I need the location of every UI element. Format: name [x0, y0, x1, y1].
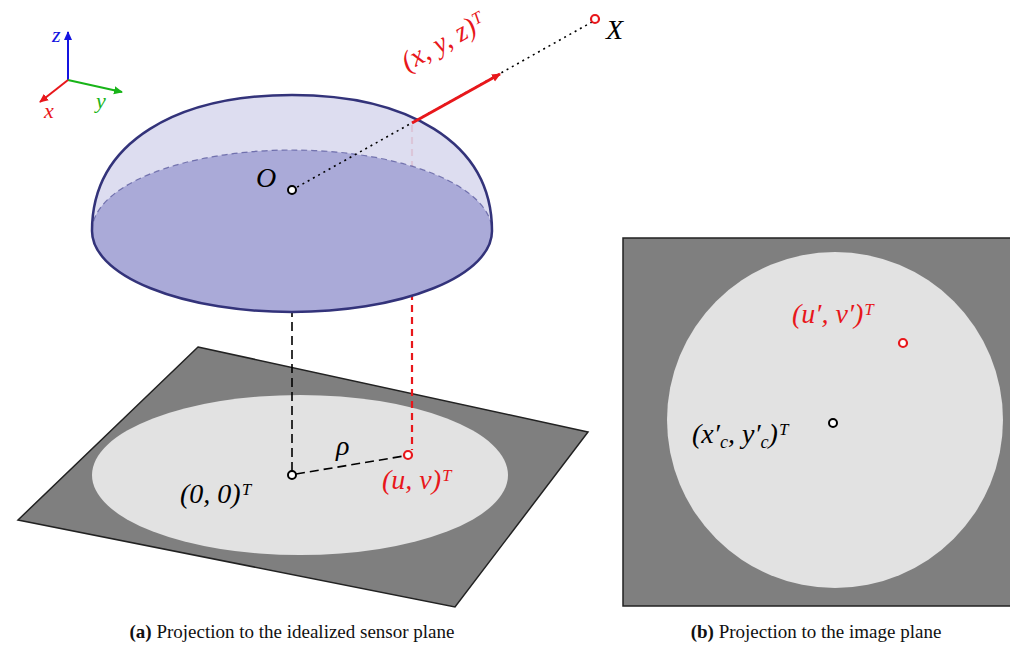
world-point [591, 15, 599, 23]
point-label: (x′c, y′c)ᵀ [692, 420, 789, 452]
point-label: (0, 0)ᵀ [180, 480, 251, 508]
sensor-point [404, 451, 412, 459]
point-label: (u′, v′)ᵀ [792, 300, 874, 328]
vector-label: (x, y, z)ᵀ [396, 7, 490, 76]
axis-label: x [44, 100, 54, 122]
caption: (a) Projection to the idealized sensor p… [129, 622, 454, 641]
axis-label: y [96, 90, 106, 112]
image-plane [623, 238, 1010, 606]
point-label: O⃗ [256, 164, 298, 192]
direction-arrow [412, 74, 500, 123]
axis-label: z [52, 24, 61, 46]
point-label: X⃗ [606, 16, 645, 44]
origin-point [288, 471, 296, 479]
sensor-plane [18, 347, 588, 607]
hemisphere [92, 95, 492, 312]
caption: (b) Projection to the image plane [691, 622, 942, 641]
symbol-label: ρ [336, 432, 349, 460]
point-label: (u, v)ᵀ [382, 466, 452, 494]
